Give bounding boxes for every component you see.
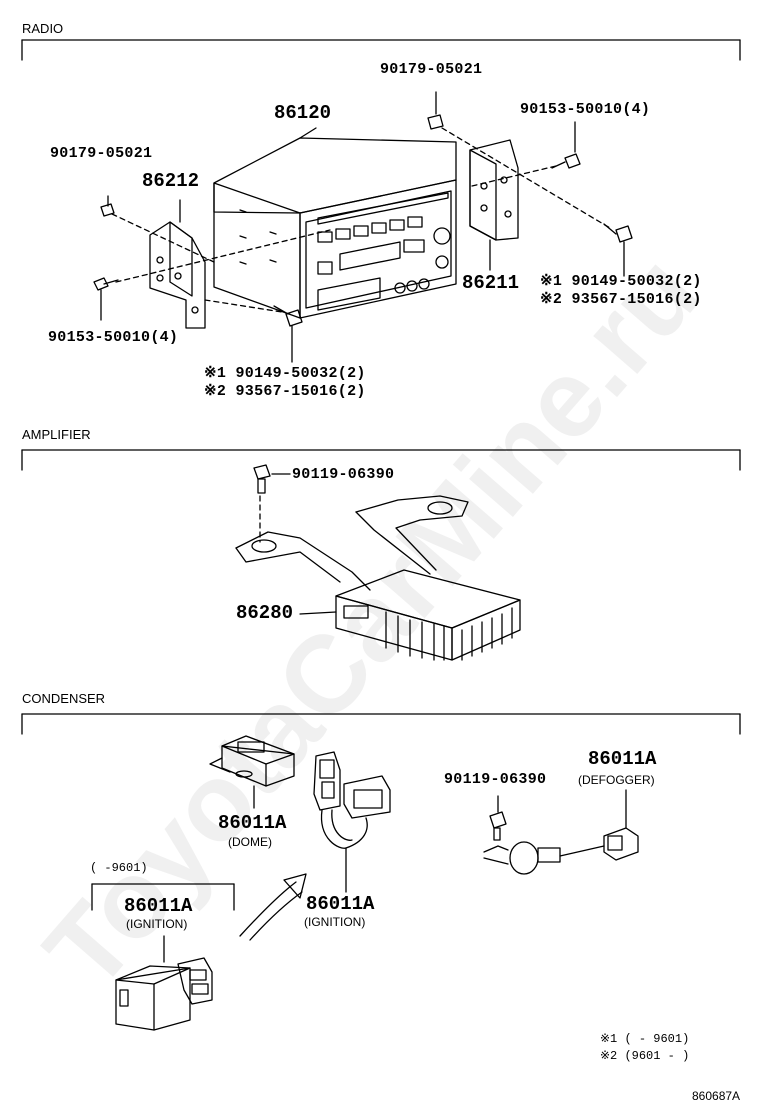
part-desc-ign-new: (IGNITION): [304, 915, 366, 929]
left-bracket: [149, 221, 206, 329]
range-bracket: [91, 883, 235, 911]
part-label-screw-right-2[interactable]: ※2 93567-15016(2): [540, 291, 702, 308]
amp-bolt: [253, 464, 271, 494]
part-label-ign-new[interactable]: 86011A: [306, 893, 375, 915]
leader-86280: [299, 611, 337, 615]
part-label-dome[interactable]: 86011A: [218, 812, 287, 834]
radio-head-unit: [213, 137, 457, 319]
section-title-amplifier: AMPLIFIER: [22, 427, 91, 442]
condenser-frame: [21, 713, 741, 735]
part-label-defogger[interactable]: 86011A: [588, 748, 657, 770]
section-title-radio: RADIO: [22, 21, 64, 36]
figure-code: 860687A: [692, 1089, 741, 1103]
part-label-86212[interactable]: 86212: [142, 170, 200, 192]
part-label-defogger-bolt[interactable]: 90119-06390: [444, 771, 547, 788]
leader-86120: [299, 127, 317, 139]
part-label-86280[interactable]: 86280: [236, 602, 294, 624]
part-label-amp-bolt[interactable]: 90119-06390: [292, 466, 395, 483]
arrow-icon: [239, 873, 307, 941]
part-desc-dome: (DOME): [228, 835, 272, 849]
part-label-nut-top[interactable]: 90179-05021: [380, 61, 483, 78]
part-label-screw-bottom-1[interactable]: ※1 90149-50032(2): [204, 365, 366, 382]
part-label-bolt-left[interactable]: 90153-50010(4): [48, 329, 179, 346]
amplifier-unit: [235, 495, 521, 661]
dome-condenser: [209, 735, 295, 787]
range-note: ( -9601): [90, 861, 148, 875]
screw-bottom: [273, 305, 303, 327]
legend-note-1: ※1 ( - 9601): [600, 1032, 690, 1046]
ignition-condenser-old: [115, 957, 213, 1031]
bolt-left: [93, 277, 119, 291]
part-desc-ign-old: (IGNITION): [126, 917, 188, 931]
part-label-86211[interactable]: 86211: [462, 272, 520, 294]
defogger-condenser: [483, 827, 639, 875]
ignition-condenser-new: [313, 751, 391, 849]
radio-dashed-lines: [111, 127, 611, 313]
legend-note-2: ※2 (9601 - ): [600, 1049, 690, 1063]
radio-frame: [21, 39, 741, 61]
part-label-86120[interactable]: 86120: [274, 102, 332, 124]
amplifier-frame: [21, 449, 741, 471]
part-label-ign-old[interactable]: 86011A: [124, 895, 193, 917]
part-label-bolt-top[interactable]: 90153-50010(4): [520, 101, 651, 118]
part-label-screw-bottom-2[interactable]: ※2 93567-15016(2): [204, 383, 366, 400]
part-label-nut-left[interactable]: 90179-05021: [50, 145, 153, 162]
defogger-bolt: [489, 811, 507, 841]
section-title-condenser: CONDENSER: [22, 691, 106, 706]
part-label-screw-right-1[interactable]: ※1 90149-50032(2): [540, 273, 702, 290]
right-bracket: [469, 139, 519, 241]
nut-top: [427, 114, 444, 130]
part-desc-defogger: (DEFOGGER): [578, 773, 655, 787]
